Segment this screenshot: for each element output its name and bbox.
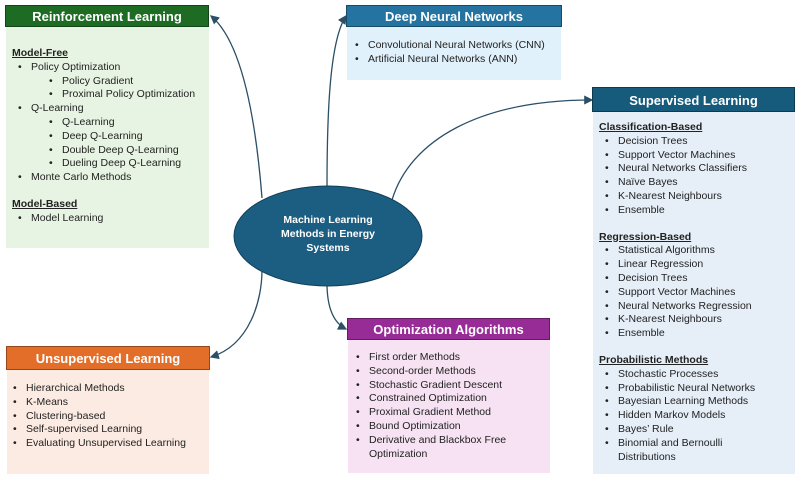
- list-item: Statistical Algorithms: [599, 244, 795, 258]
- center-title-line: Methods in Energy: [281, 228, 375, 240]
- list-item: Policy Gradient: [12, 75, 209, 89]
- list-item: Support Vector Machines: [599, 286, 795, 300]
- list-item: Second-order Methods: [350, 365, 550, 379]
- list-item: Bayes’ Rule: [599, 423, 795, 437]
- list-item: Clustering-based: [7, 410, 209, 424]
- list-item: Bayesian Learning Methods: [599, 395, 795, 409]
- supervised-body: Classification-Based Decision Trees Supp…: [593, 111, 795, 474]
- section-label: Regression-Based: [599, 230, 692, 243]
- list-item: Bound Optimization: [350, 420, 550, 434]
- center-ellipse: [233, 185, 423, 287]
- connector-optimization: [326, 282, 348, 330]
- list-item: K-Means: [7, 396, 209, 410]
- list-item: Linear Regression: [599, 258, 795, 272]
- list-item: Stochastic Gradient Descent: [350, 379, 550, 393]
- section-label: Model-Based: [12, 197, 78, 210]
- list-item: Monte Carlo Methods: [12, 171, 209, 185]
- deep-body: Convolutional Neural Networks (CNN) Arti…: [347, 27, 561, 80]
- connector-deep: [326, 14, 347, 188]
- list-item: Double Deep Q-Learning: [12, 144, 209, 158]
- list-item: Binomial and Bernoulli Distributions: [599, 437, 748, 465]
- list-item: Hierarchical Methods: [7, 382, 209, 396]
- list-item: Probabilistic Neural Networks: [599, 382, 795, 396]
- optimization-body: First order Methods Second-order Methods…: [348, 340, 550, 473]
- list-item: Neural Networks Regression: [599, 300, 795, 314]
- list-item: Model Learning: [12, 212, 209, 226]
- list-item: K-Nearest Neighbours: [599, 190, 795, 204]
- list-item: Hidden Markov Models: [599, 409, 795, 423]
- list-item: First order Methods: [350, 351, 550, 365]
- optimization-header: Optimization Algorithms: [347, 318, 550, 340]
- list-item: Dueling Deep Q-Learning: [12, 157, 209, 171]
- center-title-line: Systems: [306, 242, 350, 254]
- list-item: Constrained Optimization: [350, 392, 550, 406]
- list-item: Deep Q-Learning: [12, 130, 209, 144]
- connector-unsupervised: [209, 269, 263, 360]
- connector-supervised: [391, 95, 594, 201]
- connector-reinforcement: [209, 15, 263, 199]
- list-item: Decision Trees: [599, 272, 795, 286]
- center-title-line: Machine Learning: [283, 214, 373, 226]
- unsupervised-header: Unsupervised Learning: [6, 346, 210, 370]
- section-label: Probabilistic Methods: [599, 353, 709, 366]
- reinforcement-header: Reinforcement Learning: [5, 5, 209, 27]
- list-item: Derivative and Blackbox Free Optimizatio…: [350, 434, 529, 462]
- list-item: Q-Learning: [12, 116, 209, 130]
- list-item: Evaluating Unsupervised Learning: [7, 437, 209, 451]
- list-item: K-Nearest Neighbours: [599, 313, 795, 327]
- list-item: Convolutional Neural Networks (CNN): [349, 39, 561, 53]
- deep-header: Deep Neural Networks: [346, 5, 562, 27]
- list-item: Ensemble: [599, 327, 795, 341]
- list-item: Q-Learning: [12, 102, 209, 116]
- list-item: Artificial Neural Networks (ANN): [349, 53, 561, 67]
- list-item: Stochastic Processes: [599, 368, 795, 382]
- list-item: Policy Optimization: [12, 61, 209, 75]
- list-item: Decision Trees: [599, 135, 795, 149]
- list-item: Proximal Policy Optimization: [12, 88, 209, 102]
- list-item: Support Vector Machines: [599, 149, 795, 163]
- unsupervised-body: Hierarchical Methods K-Means Clustering-…: [7, 369, 209, 474]
- list-item: Self-supervised Learning: [7, 423, 209, 437]
- reinforcement-body: Model-Free Policy Optimization Policy Gr…: [6, 27, 209, 248]
- list-item: Proximal Gradient Method: [350, 406, 550, 420]
- section-label: Model-Free: [12, 47, 69, 59]
- list-item: Neural Networks Classifiers: [599, 162, 795, 176]
- list-item: Naïve Bayes: [599, 176, 795, 190]
- center-title: Machine Learning Methods in Energy Syste…: [236, 213, 420, 255]
- supervised-header: Supervised Learning: [592, 87, 795, 112]
- section-label: Classification-Based: [599, 121, 703, 133]
- list-item: Ensemble: [599, 204, 795, 218]
